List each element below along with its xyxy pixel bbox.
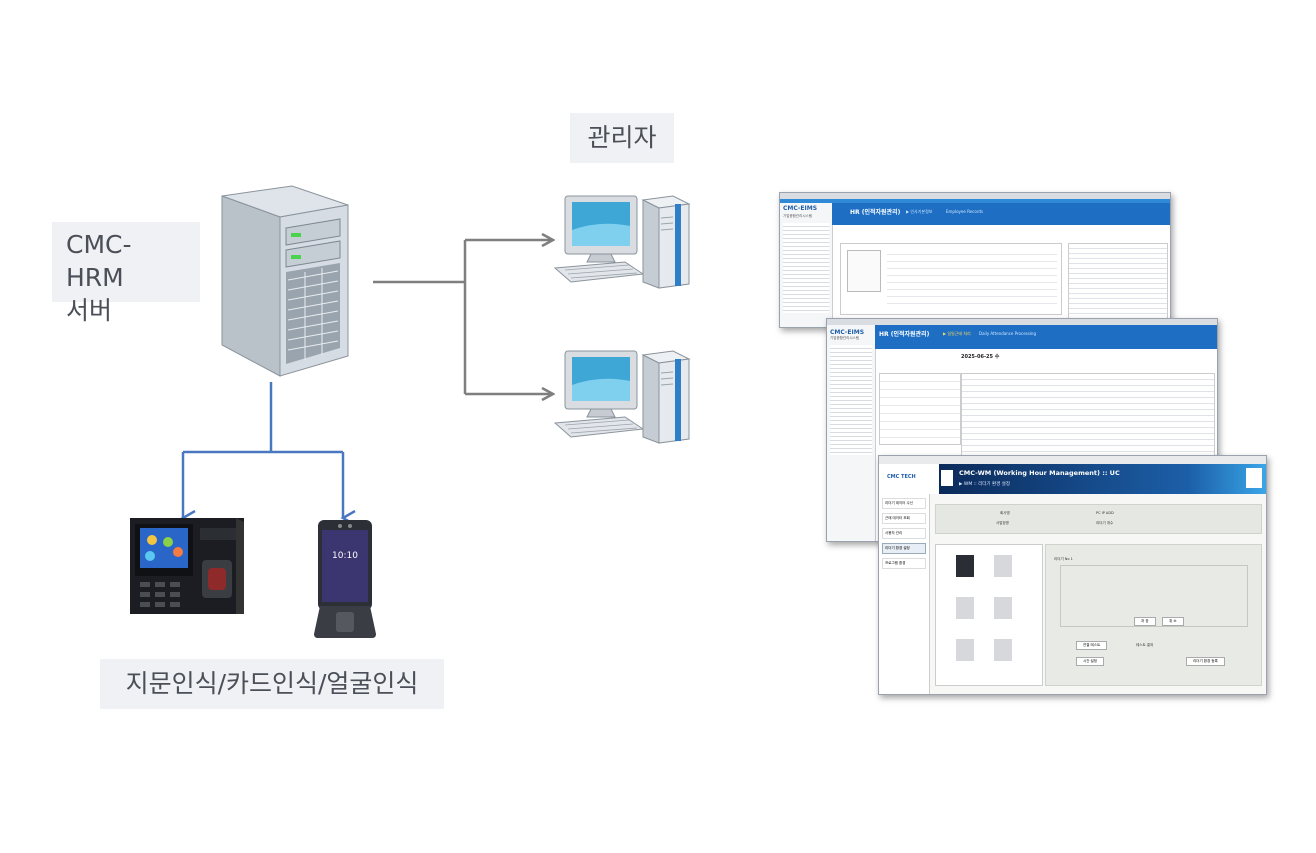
employee-photo <box>847 250 881 292</box>
reader-slot[interactable] <box>994 597 1012 619</box>
attendance-header: HR (인적자원관리) ▶ 일일근태 처리 Daily Attendance P… <box>875 325 1217 349</box>
exit-icon[interactable] <box>1246 468 1262 488</box>
reader-count-label: 리더기 개수 <box>1096 521 1114 525</box>
save-button[interactable]: 저 장 <box>1134 617 1156 626</box>
reader-grid <box>935 544 1043 686</box>
reader-slot[interactable] <box>956 639 974 661</box>
reader-title: 리더기 No 1 <box>1054 557 1073 561</box>
hr-subtitle-en: Employee Records <box>946 209 983 214</box>
attendance-subtitle-en: Daily Attendance Processing <box>979 331 1037 336</box>
wm-menu-item[interactable]: 리더기 환경 설정 <box>882 543 926 554</box>
svg-text:10:10: 10:10 <box>332 551 358 561</box>
site-label: 사업장명 <box>996 521 1009 525</box>
company-label: 회사명 <box>1000 511 1010 515</box>
attendance-date: 2025-06-25 수 <box>961 354 1000 360</box>
hr-logo-sub: 기업종합관리시스템 <box>783 214 812 218</box>
wm-menu-item[interactable]: 리더기 데이터 수신 <box>882 498 926 509</box>
wm-logo: CMC TECH <box>887 474 916 480</box>
connection-test-button[interactable]: 연결 테스트 <box>1076 641 1108 650</box>
reader-slot[interactable] <box>956 555 974 577</box>
attendance-title: HR (인적자원관리) <box>879 331 930 338</box>
reader-register-button[interactable]: 리더기 환경 등록 <box>1186 657 1225 666</box>
wm-menu-item[interactable]: 근태 데이터 조회 <box>882 513 926 524</box>
test-result-label: 테스트 결과 <box>1136 643 1154 647</box>
wm-header: CMC TECH CMC-WM (Working Hour Management… <box>879 464 1266 494</box>
server-label: CMC-HRM 서버 <box>52 222 200 325</box>
hr-window: CMC-EIMS 기업종합관리시스템 HR (인적자원관리) ▶ 인사기본정보 … <box>779 192 1171 328</box>
wm-title: CMC-WM (Working Hour Management) :: UC <box>959 469 1120 477</box>
hr-employee-form <box>840 243 1062 315</box>
hr-header: HR (인적자원관리) ▶ 인사기본정보 Employee Records <box>832 203 1170 225</box>
hr-title: HR (인적자원관리) <box>850 209 901 216</box>
reader-settings-panel: 리더기 No 1 저 장 취 소 연결 테스트 테스트 결과 시간 설정 리더기… <box>1045 544 1262 686</box>
hr-employee-table <box>1068 243 1168 325</box>
admin-label: 관리자 <box>570 113 674 163</box>
desktop-computer-icon <box>553 195 691 289</box>
wm-menu-item[interactable]: 사용자 관리 <box>882 528 926 539</box>
biometric-label: 지문인식/카드인식/얼굴인식 <box>100 659 444 709</box>
wm-window: CMC TECH CMC-WM (Working Hour Management… <box>878 455 1267 695</box>
reader-slot[interactable] <box>994 639 1012 661</box>
server-to-admin-connector <box>373 240 552 394</box>
fingerprint-terminal-icon <box>130 518 244 614</box>
attendance-logo-sub: 기업종합관리시스템 <box>830 336 859 340</box>
server-label-line2: 서버 <box>66 296 113 325</box>
face-recognition-terminal-icon: 10:10 <box>314 520 376 638</box>
wm-menu-item[interactable]: 프로그램 환경 <box>882 558 926 569</box>
wm-subtitle: ▶ WM :: 리더기 환경 설정 <box>959 482 1010 487</box>
time-setting-button[interactable]: 시간 설정 <box>1076 657 1104 666</box>
wm-app-icon <box>941 470 953 486</box>
attendance-subtitle: ▶ 일일근태 처리 <box>943 331 971 336</box>
attendance-logo: CMC-EIMS <box>830 329 865 336</box>
pc-ip-label: PC IP ADD <box>1096 511 1114 515</box>
attendance-sidebar: CMC-EIMS 기업종합관리시스템 <box>827 325 876 541</box>
desktop-computer-icon <box>553 350 691 444</box>
server-label-line1: CMC-HRM <box>66 230 132 292</box>
server-to-device-connector <box>183 382 343 518</box>
wm-menu: 리더기 데이터 수신 근태 데이터 조회 사용자 관리 리더기 환경 설정 프로… <box>879 494 930 694</box>
hr-logo: CMC-EIMS <box>783 205 818 212</box>
server-icon <box>221 185 349 377</box>
wm-company-form: 회사명 사업장명 PC IP ADD 리더기 개수 <box>935 504 1262 534</box>
reader-slot[interactable] <box>994 555 1012 577</box>
hr-sidebar: CMC-EIMS 기업종합관리시스템 <box>780 203 833 327</box>
reader-slot[interactable] <box>956 597 974 619</box>
cancel-button[interactable]: 취 소 <box>1162 617 1184 626</box>
attendance-form <box>879 373 961 445</box>
hr-subtitle: ▶ 인사기본정보 <box>906 209 933 214</box>
